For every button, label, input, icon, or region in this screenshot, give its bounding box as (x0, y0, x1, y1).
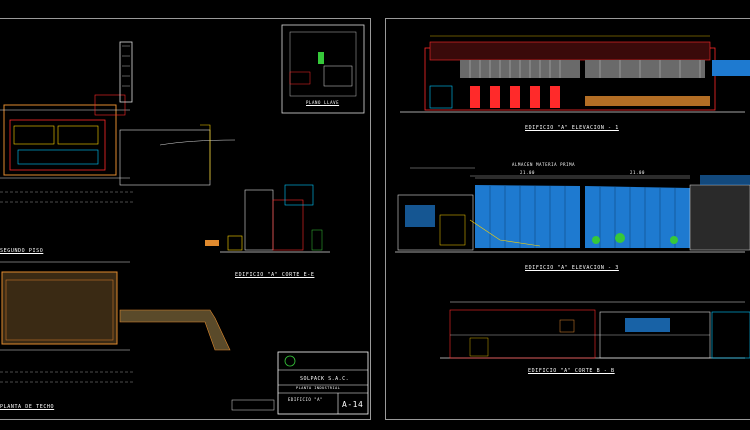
title-project: PLANTA INDUSTRIAL (296, 386, 341, 390)
elevation-1 (400, 35, 750, 113)
section-bb (440, 301, 750, 359)
sheet-number: A-14 (342, 400, 364, 409)
label-key-plan: PLANO LLAVE (306, 100, 340, 105)
label-corte-ee: EDIFICIO "A" CORTE E-E (235, 272, 315, 278)
dim-right: 21.00 (630, 170, 646, 175)
title-building: EDIFICIO "A" (288, 397, 323, 402)
first-floor-plan (0, 41, 236, 203)
label-warehouse: ALMACEN MATERIA PRIMA (512, 162, 576, 167)
dim-left: 21.00 (520, 170, 536, 175)
right-sheet-frame (385, 18, 750, 420)
key-plan (281, 24, 365, 114)
roof-plan (0, 261, 231, 383)
left-sheet-frame (0, 18, 371, 420)
title-company: SOLPACK S.A.C. (300, 376, 350, 382)
elevation-3 (395, 167, 750, 253)
label-second-floor: SEGUNDO PISO (0, 248, 44, 254)
label-elevation-3: EDIFICIO "A" ELEVACION - 3 (525, 265, 619, 271)
label-elevation-1: EDIFICIO "A" ELEVACION - 1 (525, 125, 619, 131)
label-corte-bb: EDIFICIO "A" CORTE B - B (528, 368, 615, 374)
section-ee (205, 184, 330, 253)
label-roof-plan: PLANTA DE TECHO (0, 404, 55, 410)
